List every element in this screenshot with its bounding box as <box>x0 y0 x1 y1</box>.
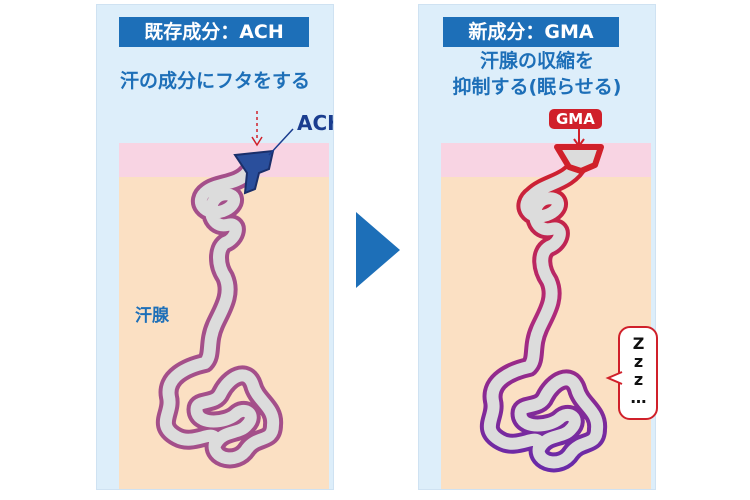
gma-pointer-head <box>573 138 585 148</box>
skin-epidermis <box>119 143 329 177</box>
speech-bubble-tail <box>605 371 623 385</box>
sweat-gland-illustration-gma <box>479 129 608 473</box>
right-panel-caption-line1: 汗腺の収縮を <box>479 50 594 72</box>
right-panel-title: 新成分：GMA <box>443 17 619 47</box>
sweat-gland-label: 汗腺 <box>135 306 169 326</box>
dashed-arrow-head <box>251 136 263 147</box>
sweat-gland-ach <box>155 163 284 469</box>
ach-leader-line <box>268 128 294 156</box>
skin-epidermis <box>441 143 651 177</box>
left-panel-title: 既存成分：ACH <box>119 17 309 47</box>
gma-badge: GMA <box>549 109 602 129</box>
right-panel-new-ingredient: 新成分：GMA 汗腺の収縮を 抑制する(眠らせる) GMA <box>418 4 656 490</box>
sleep-speech-bubble: Zzz… <box>605 326 658 420</box>
ach-label: ACH <box>297 111 333 135</box>
right-arrow-icon <box>356 212 400 288</box>
gland-opening <box>554 144 604 174</box>
sleep-text: Zzz… <box>629 334 648 406</box>
sweat-gland-gma <box>479 153 608 473</box>
ach-plug <box>233 149 275 195</box>
right-panel-caption-line2: 抑制する(眠らせる) <box>452 76 622 98</box>
left-panel-caption: 汗の成分にフタをする <box>119 70 310 92</box>
sweat-gland-illustration-ach <box>155 111 294 469</box>
left-panel-existing-ingredient: 既存成分：ACH 汗の成分にフタをする ACH 汗腺 <box>96 4 334 490</box>
